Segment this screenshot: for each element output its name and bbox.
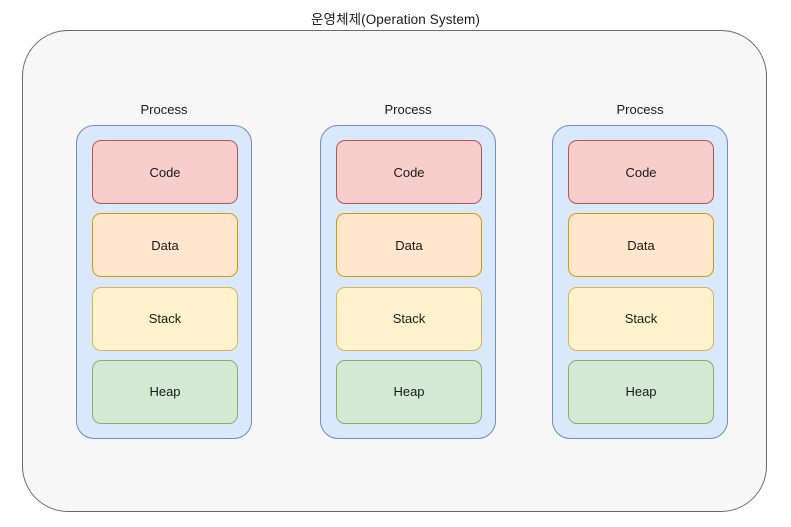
process-label: Process: [616, 102, 664, 117]
operating-system-container: Process Code Data Stack Heap Process Cod…: [22, 30, 767, 512]
segment-data: Data: [336, 213, 482, 278]
segment-code: Code: [568, 140, 714, 204]
segment-data: Data: [568, 213, 714, 278]
diagram-title: 운영체제(Operation System): [311, 12, 480, 27]
process-row: Process Code Data Stack Heap Process Cod…: [23, 31, 768, 513]
process-label: Process: [384, 102, 432, 117]
process-column-3: Process Code Data Stack Heap: [552, 101, 728, 439]
process-column-2: Process Code Data Stack Heap: [320, 101, 496, 439]
segment-stack: Stack: [336, 286, 482, 351]
process-column-1: Process Code Data Stack Heap: [76, 101, 252, 439]
segment-heap: Heap: [568, 359, 714, 424]
segment-stack: Stack: [92, 286, 238, 351]
segment-stack: Stack: [568, 286, 714, 351]
segment-code: Code: [92, 140, 238, 204]
process-box: Code Data Stack Heap: [76, 125, 252, 439]
process-box: Code Data Stack Heap: [552, 125, 728, 439]
process-box: Code Data Stack Heap: [320, 125, 496, 439]
segment-code: Code: [336, 140, 482, 204]
segment-data: Data: [92, 213, 238, 278]
process-label: Process: [140, 102, 188, 117]
segment-heap: Heap: [336, 359, 482, 424]
segment-heap: Heap: [92, 359, 238, 424]
